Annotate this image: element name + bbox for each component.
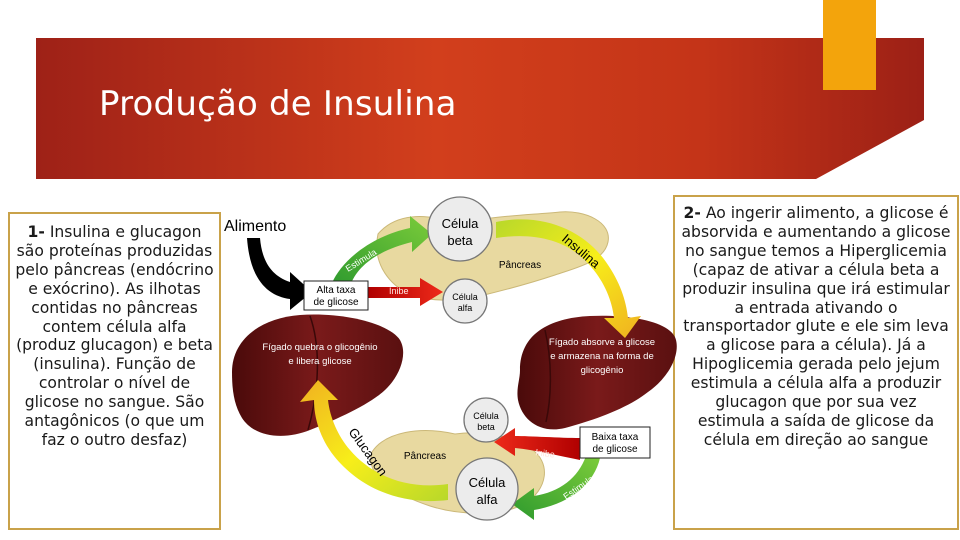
pancreas-bottom-label: Pâncreas — [404, 451, 446, 462]
low-glucose-label-1: Baixa taxa — [592, 432, 639, 443]
inhibit-top-label: Inibe — [389, 286, 409, 296]
pancreas-top-label: Pâncreas — [499, 260, 541, 271]
liver-right-label-1: Fígado absorve a glicose — [549, 337, 655, 348]
liver-left-fissure — [307, 315, 319, 431]
food-label: Alimento — [224, 218, 286, 235]
box2-number: 2- — [683, 204, 701, 222]
beta-cell-bottom — [463, 397, 509, 443]
inhibit-bottom-label: Inibe — [535, 447, 556, 460]
liver-left-label-1: Fígado quebra o glicogênio — [262, 342, 377, 353]
alpha-cell-bottom — [455, 457, 519, 521]
low-glucose-label-2: de glicose — [592, 444, 637, 455]
beta-cell-top — [427, 196, 493, 262]
alpha-cell-top-label-1: Célula — [452, 292, 478, 302]
liver-right — [517, 315, 677, 430]
inhibit-arrow-bottom — [494, 428, 580, 460]
beta-cell-bottom-label-1: Célula — [473, 411, 499, 421]
high-glucose-label-2: de glicose — [313, 297, 358, 308]
high-glucose-box — [303, 280, 369, 311]
box1-number: 1- — [27, 223, 45, 241]
banner-corner-cut — [816, 120, 924, 179]
alpha-cell-top-label-2: alfa — [458, 303, 473, 313]
alpha-cell-bottom-label-2: alfa — [477, 492, 499, 507]
slide-title: Produção de Insulina — [99, 84, 457, 124]
alpha-cell-bottom-label-1: Célula — [469, 475, 507, 490]
low-glucose-box — [579, 426, 651, 459]
liver-right-label-2: e armazena na forma de — [550, 351, 654, 362]
banner-decoration — [816, 120, 924, 179]
beta-cell-top-label-2: beta — [447, 233, 473, 248]
accent-bar — [823, 0, 876, 90]
alpha-cell-top — [442, 278, 488, 324]
liver-right-label-3: glicogênio — [581, 365, 624, 376]
box2-text: Ao ingerir alimento, a glicose é absorvi… — [681, 204, 951, 449]
title-banner — [36, 38, 924, 179]
liver-left-label-2: e libera glicose — [288, 356, 351, 367]
explanation-box-1: 1- Insulina e glucagon são proteínas pro… — [8, 212, 221, 530]
insulin-arrow — [496, 219, 641, 338]
high-glucose-label-1: Alta taxa — [317, 285, 356, 296]
stimulate-arrow-top — [332, 216, 432, 286]
liver-right-fissure — [544, 329, 552, 423]
box1-text: Insulina e glucagon são proteínas produz… — [15, 223, 214, 449]
explanation-box-2: 2- Ao ingerir alimento, a glicose é abso… — [673, 195, 959, 530]
glucagon-arrow — [300, 380, 448, 502]
beta-cell-bottom-label-2: beta — [477, 422, 495, 432]
inhibit-arrow-top — [368, 278, 443, 306]
beta-cell-top-label-1: Célula — [442, 216, 480, 231]
food-arrow — [247, 238, 312, 310]
stimulate-arrow-bottom — [512, 456, 600, 520]
